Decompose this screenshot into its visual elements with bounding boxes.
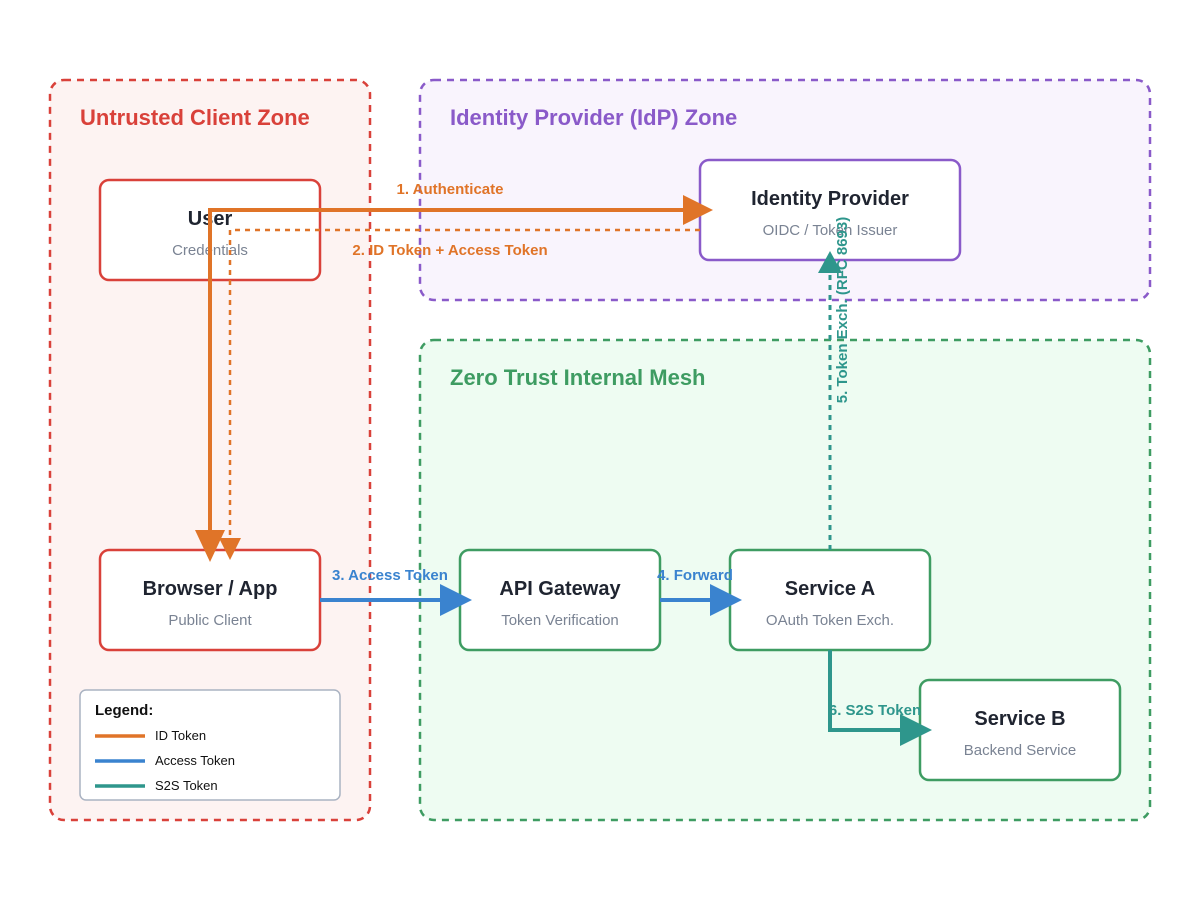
zone-title-idp: Identity Provider (IdP) Zone xyxy=(450,105,737,130)
node-browser-title: Browser / App xyxy=(143,578,278,600)
node-gateway-title: API Gateway xyxy=(499,578,621,600)
node-browser-app: Browser / App Public Client xyxy=(98,548,322,652)
legend-title: Legend: xyxy=(95,702,153,719)
legend-label-access-token: Access Token xyxy=(155,753,235,768)
edge-label-token-exchange: 5. Token Exch. (RFC 8693) xyxy=(834,217,851,403)
arrowhead-s2s-token xyxy=(900,714,932,746)
arrowhead-forward xyxy=(710,584,742,616)
node-service-a-title: Service A xyxy=(785,578,875,600)
edge-label-authenticate: 1. Authenticate xyxy=(397,181,504,198)
edge-label-access-token: 3. Access Token xyxy=(332,567,448,584)
zone-title-mesh: Zero Trust Internal Mesh xyxy=(450,365,706,390)
legend-item-id-token: ID Token xyxy=(95,728,206,743)
node-service-b: Service B Backend Service xyxy=(918,678,1122,782)
arrowhead-id-token xyxy=(219,538,241,560)
node-service-b-subtitle: Backend Service xyxy=(964,742,1077,759)
legend-label-s2s-token: S2S Token xyxy=(155,778,218,793)
arrowhead-access-token xyxy=(440,584,472,616)
node-idp-title: Identity Provider xyxy=(751,188,909,210)
node-idp-subtitle: OIDC / Token Issuer xyxy=(763,222,898,239)
arrowhead-to-idp xyxy=(683,195,713,225)
edge-id-token: 2. ID Token + Access Token xyxy=(219,228,700,560)
arrowhead-token-exchange xyxy=(818,251,842,273)
node-service-a: Service A OAuth Token Exch. xyxy=(728,548,932,652)
node-api-gateway: API Gateway Token Verification xyxy=(458,548,662,652)
legend: Legend: ID Token Access Token S2S Token xyxy=(79,689,341,801)
arrowhead-to-browser xyxy=(195,530,225,562)
edge-access-token: 3. Access Token xyxy=(320,567,472,616)
edge-label-id-token: 2. ID Token + Access Token xyxy=(352,242,547,259)
edge-label-s2s-token: 6. S2S Token xyxy=(829,702,921,719)
legend-label-id-token: ID Token xyxy=(155,728,206,743)
node-browser-subtitle: Public Client xyxy=(168,612,252,629)
edge-forward: 4. Forward xyxy=(657,567,742,616)
edge-authenticate: 1. Authenticate xyxy=(195,181,713,562)
node-service-b-title: Service B xyxy=(974,708,1065,730)
node-identity-provider: Identity Provider OIDC / Token Issuer xyxy=(698,158,962,262)
edge-label-forward: 4. Forward xyxy=(657,567,733,584)
node-service-a-subtitle: OAuth Token Exch. xyxy=(766,612,894,629)
legend-item-access-token: Access Token xyxy=(95,753,235,768)
legend-item-s2s-token: S2S Token xyxy=(95,778,218,793)
node-gateway-subtitle: Token Verification xyxy=(501,612,619,629)
edge-token-exchange: 5. Token Exch. (RFC 8693) xyxy=(818,217,851,550)
edge-s2s-token: 6. S2S Token xyxy=(828,650,932,746)
zone-title-client: Untrusted Client Zone xyxy=(80,105,310,130)
